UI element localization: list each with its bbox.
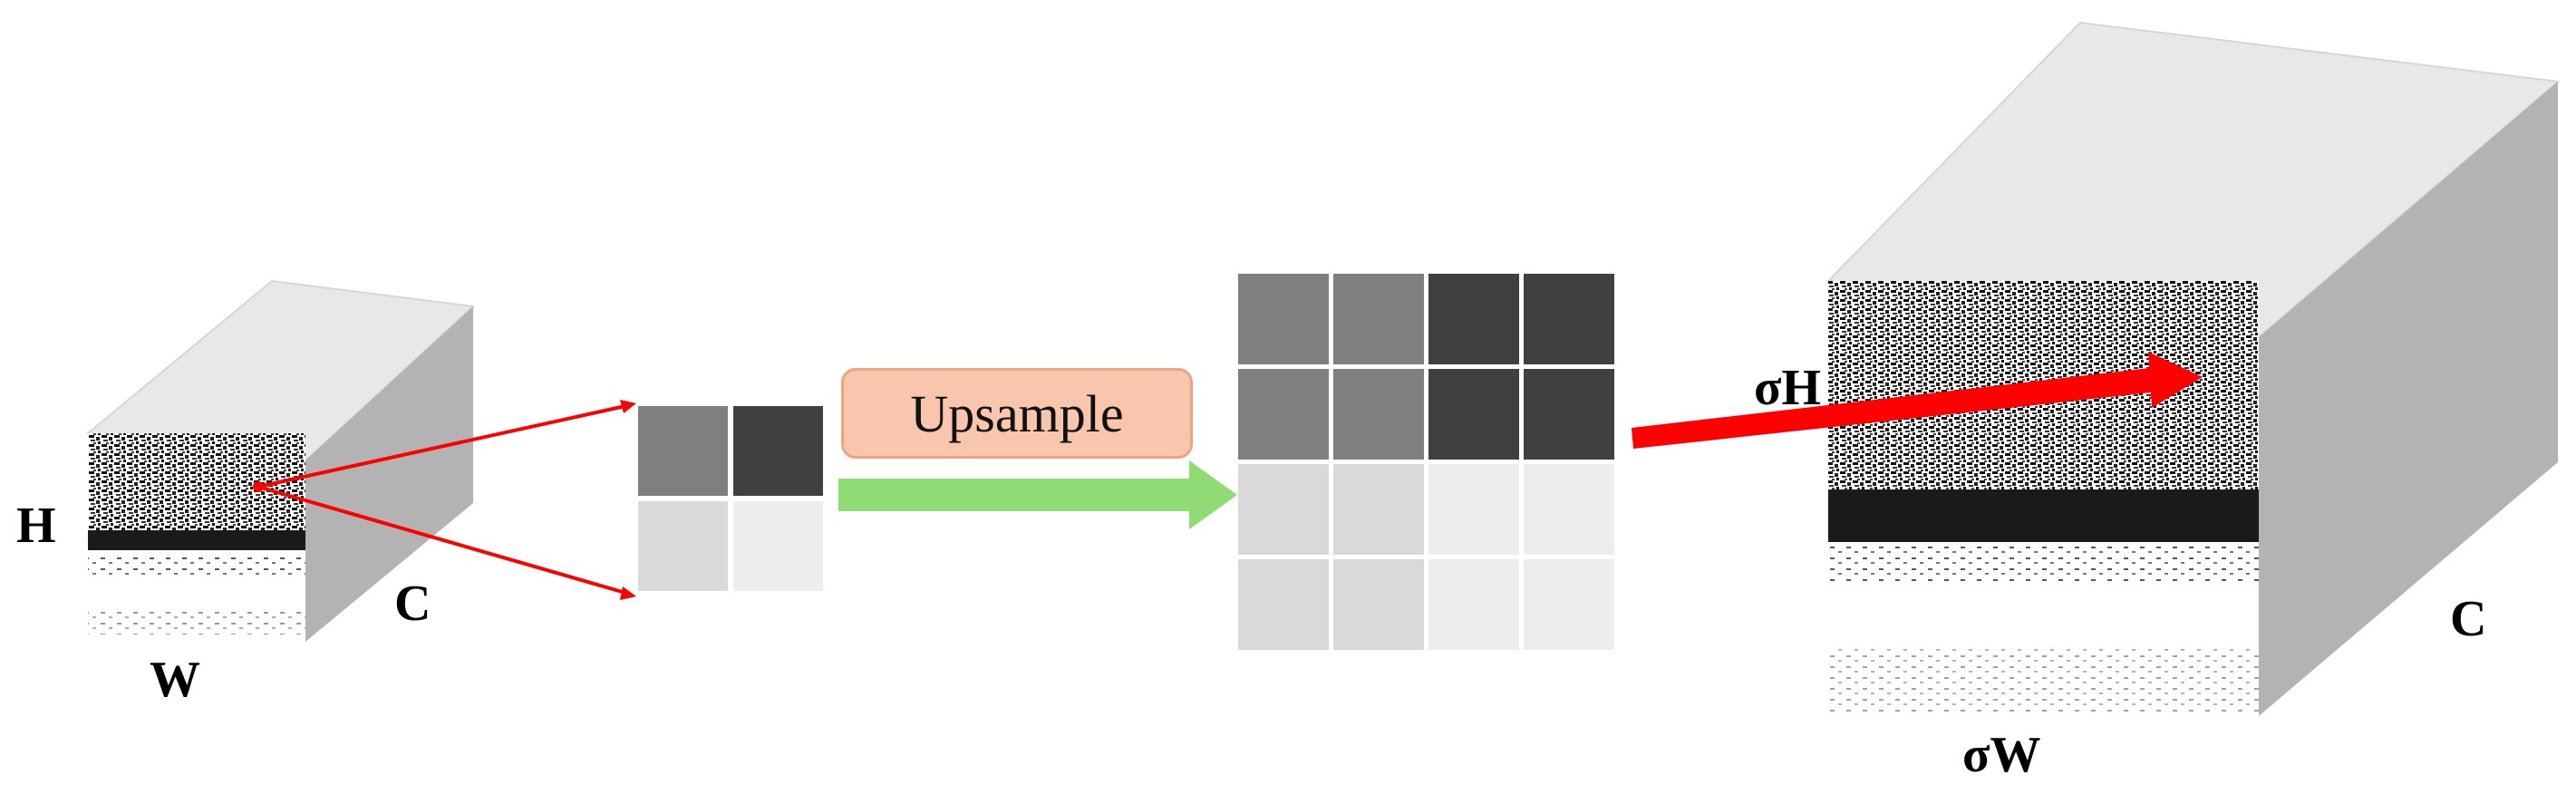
large-grid-cell	[1524, 559, 1614, 650]
large-grid-cell	[1524, 464, 1614, 555]
large-grid-cell	[1333, 369, 1424, 460]
input-height-label: H	[16, 498, 56, 554]
pointer-arrow-lower	[257, 485, 626, 595]
input-cube-side-face	[305, 306, 473, 642]
large-grid-cell	[1428, 464, 1519, 555]
large-grid-cell	[1333, 274, 1424, 364]
upsample-arrowhead	[1189, 460, 1237, 529]
pointer-arrowhead-upper	[620, 400, 636, 413]
large-grid-cell	[1428, 274, 1519, 364]
pointer-arrowhead-lower	[620, 586, 636, 600]
mapping-arrow-shaft	[1632, 367, 2159, 449]
large-grid-cell	[1238, 464, 1329, 555]
output-channel-label: C	[2450, 591, 2487, 647]
source-pixel-dot	[253, 481, 264, 492]
input-width-label: W	[150, 652, 200, 708]
pixel-pointer-arrows	[253, 400, 636, 600]
small-grid	[638, 406, 823, 591]
large-grid-cell	[1524, 274, 1614, 364]
input-feature-cube	[85, 279, 476, 642]
output-width-label: σW	[1962, 727, 2041, 783]
upsample-label-box: Upsample	[841, 368, 1193, 459]
large-grid-cell	[1333, 464, 1424, 555]
output-feature-cube	[1825, 21, 2561, 716]
large-grid-cell	[1333, 559, 1424, 650]
small-grid-cell	[733, 501, 823, 591]
large-grid-cell	[1428, 369, 1519, 460]
upsample-label: Upsample	[910, 383, 1124, 443]
upsample-arrow	[838, 460, 1237, 529]
small-grid-cell	[638, 406, 728, 496]
input-cube-front-face	[88, 433, 305, 642]
large-grid-cell	[1524, 369, 1614, 460]
large-grid-cell	[1238, 559, 1329, 650]
pointer-arrow-upper	[257, 404, 626, 489]
large-grid-cell	[1238, 274, 1329, 364]
output-cube-side-face	[2259, 82, 2558, 716]
small-grid-cell	[638, 501, 728, 591]
mapping-arrow	[1632, 352, 2203, 449]
large-grid	[1238, 274, 1614, 650]
output-height-label: σH	[1754, 360, 1822, 416]
large-grid-cell	[1238, 369, 1329, 460]
small-grid-cell	[733, 406, 823, 496]
output-cube-front-face	[1828, 281, 2259, 716]
mapping-arrowhead	[2148, 352, 2203, 408]
large-grid-cell	[1428, 559, 1519, 650]
input-channel-label: C	[394, 576, 431, 632]
upsample-arrow-shaft	[838, 479, 1192, 511]
